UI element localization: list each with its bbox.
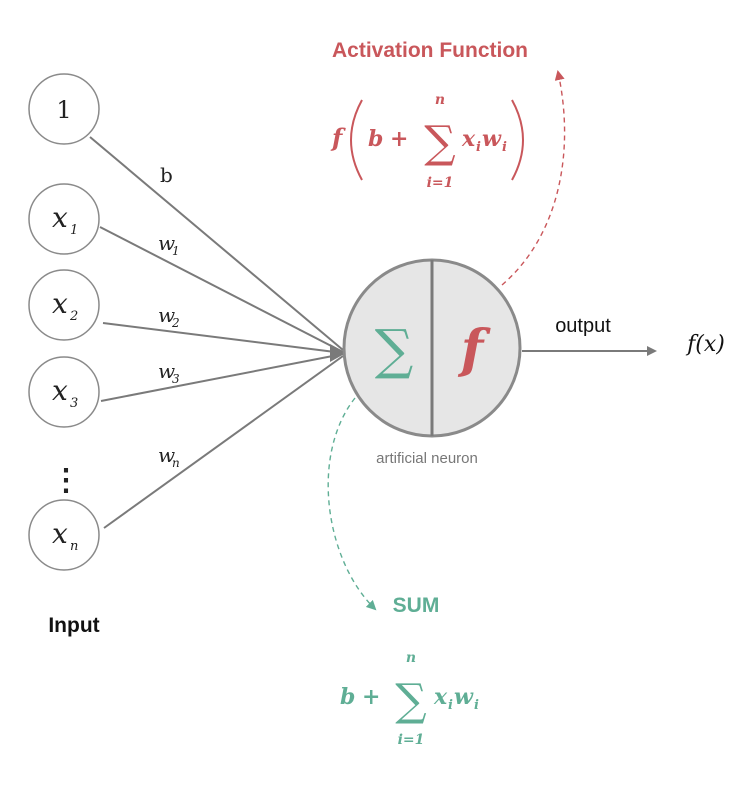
activation-x: x <box>461 126 476 152</box>
activation-f: f <box>330 123 346 152</box>
activation-formula: f b + n ∑ i=1 x i w i <box>330 92 524 191</box>
output-label: output <box>555 315 611 337</box>
weight-label-w1: w <box>158 231 175 255</box>
input-node-xn: x n <box>28 499 100 571</box>
artificial-neuron: ∑ f <box>342 258 522 438</box>
input-node-bias-label: 1 <box>56 96 71 124</box>
sum-lower-limit: i=1 <box>398 732 425 748</box>
input-node-xn-subscript: n <box>70 539 78 554</box>
weight-label-w2-subscript: 2 <box>171 316 180 330</box>
activation-upper-limit: n <box>435 92 445 108</box>
weight-label-w1-subscript: 1 <box>172 244 180 258</box>
activation-right-paren <box>511 99 524 181</box>
input-node-x1: x 1 <box>28 183 100 255</box>
activation-dashed-arrow <box>501 70 566 286</box>
sum-sigma: ∑ <box>395 675 426 726</box>
input-nodes: 1 x 1 x 2 x 3 ⋮ x n <box>28 73 100 571</box>
activation-w: w <box>482 126 502 152</box>
activation-lower-limit: i=1 <box>427 175 454 191</box>
weight-label-w3: w <box>158 359 175 383</box>
activation-left-paren <box>350 99 363 181</box>
activation-sigma: ∑ <box>424 117 455 168</box>
weight-label-w2: w <box>158 303 175 327</box>
sum-w-subscript: i <box>474 698 479 713</box>
connection-arrowhead <box>330 344 346 362</box>
input-node-x1-subscript: 1 <box>70 223 78 238</box>
input-node-bias: 1 <box>28 73 100 145</box>
activation-b: b <box>368 126 383 152</box>
connection-x1 <box>99 226 344 353</box>
weight-labels: b w 1 w 2 w 3 w n <box>158 163 180 470</box>
activation-x-subscript: i <box>476 140 481 155</box>
sum-formula: b + n ∑ i=1 x i w i <box>340 650 479 748</box>
input-ellipsis: ⋮ <box>51 463 81 498</box>
weight-label-wn-subscript: n <box>172 456 180 470</box>
weighted-connections <box>89 136 346 529</box>
sum-plus: + <box>362 684 380 710</box>
input-label: Input <box>48 614 99 637</box>
input-node-x3-label: x <box>52 374 68 407</box>
sum-w: w <box>454 684 474 710</box>
weight-label-bias: b <box>160 163 173 187</box>
input-node-x3: x 3 <box>28 356 100 428</box>
connection-x3 <box>100 353 344 402</box>
activation-function-title: Activation Function <box>332 39 528 62</box>
sum-x: x <box>433 684 448 710</box>
input-node-xn-label: x <box>52 517 68 550</box>
input-node-x2-subscript: 2 <box>69 309 78 324</box>
sum-dashed-arrow <box>327 397 377 611</box>
output-expression: f(x) <box>685 332 725 357</box>
sum-b: b <box>340 684 355 710</box>
sum-x-subscript: i <box>448 698 453 713</box>
input-node-x2: x 2 <box>28 269 100 341</box>
input-node-x1-label: x <box>52 201 68 234</box>
activation-w-subscript: i <box>502 140 507 155</box>
neuron-label: artificial neuron <box>376 450 478 467</box>
connection-bias <box>89 136 344 351</box>
activation-plus: + <box>390 126 408 152</box>
connection-xn <box>103 355 344 529</box>
connection-x2 <box>102 322 344 354</box>
neuron-sum-icon: ∑ <box>375 318 414 381</box>
weight-label-wn: w <box>158 443 175 467</box>
input-node-x2-label: x <box>52 287 68 320</box>
sum-upper-limit: n <box>406 650 416 666</box>
sum-title: SUM <box>393 594 440 617</box>
weight-label-w3-subscript: 3 <box>172 372 180 386</box>
input-node-x3-subscript: 3 <box>70 396 78 411</box>
